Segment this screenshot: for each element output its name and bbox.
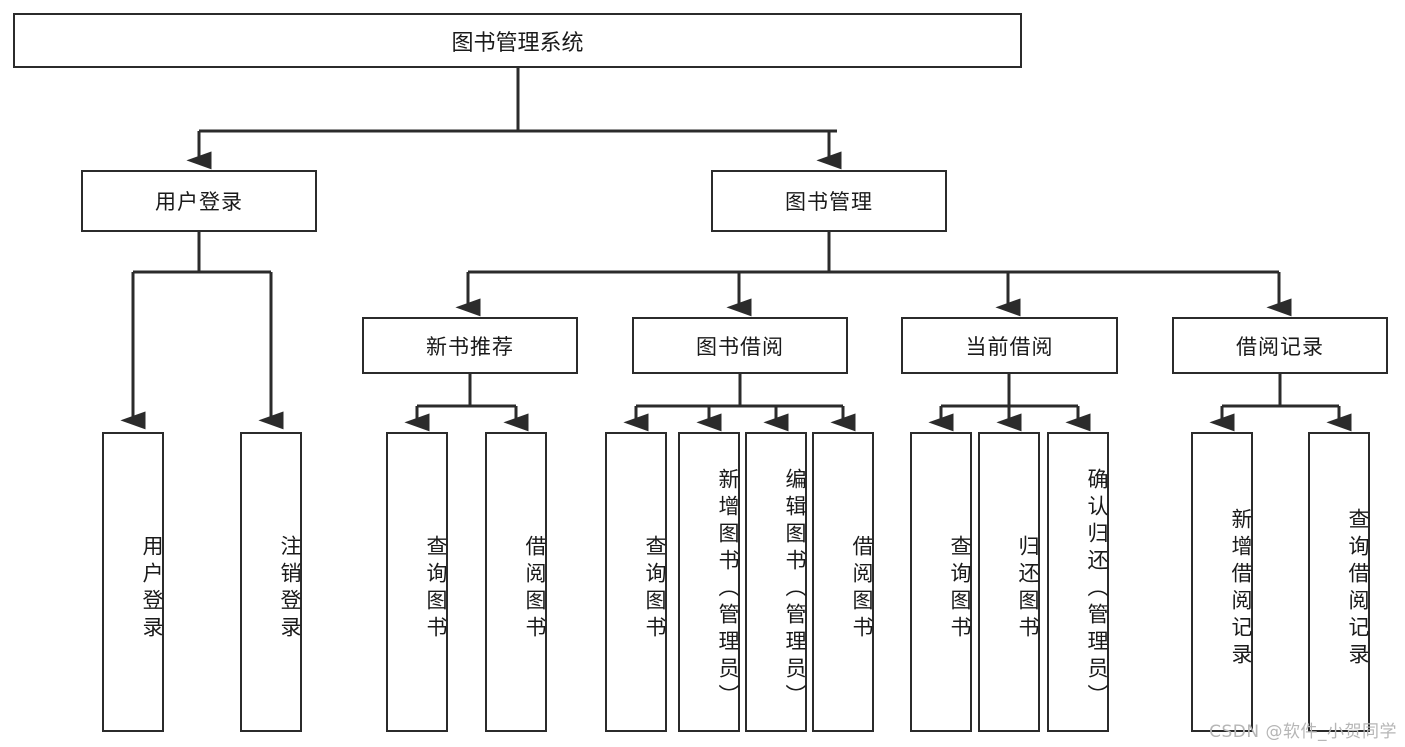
leaf-user-login[interactable]: 用户登录 <box>102 432 164 732</box>
leaf-logout[interactable]: 注销登录 <box>240 432 302 732</box>
leaf-add-book-label: 新增图书（管理员） <box>716 467 740 711</box>
leaf-borrow-book-1-label: 借阅图书 <box>523 535 547 643</box>
leaf-return-book-label: 归还图书 <box>1016 535 1040 643</box>
node-new-book-recommend-label: 新书推荐 <box>426 334 514 359</box>
leaf-return-book[interactable]: 归还图书 <box>978 432 1040 732</box>
leaf-borrow-book-2-label: 借阅图书 <box>850 535 874 643</box>
watermark-text: CSDN @软件_小贺同学 <box>1209 722 1397 742</box>
node-current-borrow-label: 当前借阅 <box>965 334 1054 359</box>
leaf-add-record[interactable]: 新增借阅记录 <box>1191 432 1253 732</box>
leaf-user-login-label: 用户登录 <box>140 535 164 643</box>
leaf-query-book-1-label: 查询图书 <box>424 535 448 643</box>
leaf-borrow-book-2[interactable]: 借阅图书 <box>812 432 874 732</box>
node-current-borrow[interactable]: 当前借阅 <box>901 317 1118 374</box>
node-borrow-record-label: 借阅记录 <box>1236 334 1324 359</box>
leaf-query-book-1[interactable]: 查询图书 <box>386 432 448 732</box>
leaf-add-book[interactable]: 新增图书（管理员） <box>678 432 740 732</box>
leaf-logout-label: 注销登录 <box>278 535 302 643</box>
leaf-query-record[interactable]: 查询借阅记录 <box>1308 432 1370 732</box>
leaf-confirm-return-label: 确认归还（管理员） <box>1085 467 1109 711</box>
node-book-borrow-label: 图书借阅 <box>696 334 784 359</box>
node-book-management[interactable]: 图书管理 <box>711 170 947 232</box>
leaf-edit-book-label: 编辑图书（管理员） <box>783 467 807 711</box>
leaf-confirm-return[interactable]: 确认归还（管理员） <box>1047 432 1109 732</box>
node-user-login-label: 用户登录 <box>155 190 243 214</box>
leaf-query-record-label: 查询借阅记录 <box>1346 508 1370 670</box>
node-root[interactable]: 图书管理系统 <box>13 13 1022 68</box>
leaf-borrow-book-1[interactable]: 借阅图书 <box>485 432 547 732</box>
node-new-book-recommend[interactable]: 新书推荐 <box>362 317 578 374</box>
node-book-borrow[interactable]: 图书借阅 <box>632 317 848 374</box>
leaf-query-book-3-label: 查询图书 <box>948 535 972 643</box>
node-borrow-record[interactable]: 借阅记录 <box>1172 317 1388 374</box>
leaf-query-book-3[interactable]: 查询图书 <box>910 432 972 732</box>
node-root-label: 图书管理系统 <box>451 30 584 56</box>
node-user-login[interactable]: 用户登录 <box>81 170 317 232</box>
leaf-query-book-2[interactable]: 查询图书 <box>605 432 667 732</box>
node-book-management-label: 图书管理 <box>785 190 873 214</box>
leaf-edit-book[interactable]: 编辑图书（管理员） <box>745 432 807 732</box>
leaf-query-book-2-label: 查询图书 <box>643 535 667 643</box>
leaf-add-record-label: 新增借阅记录 <box>1229 508 1253 670</box>
